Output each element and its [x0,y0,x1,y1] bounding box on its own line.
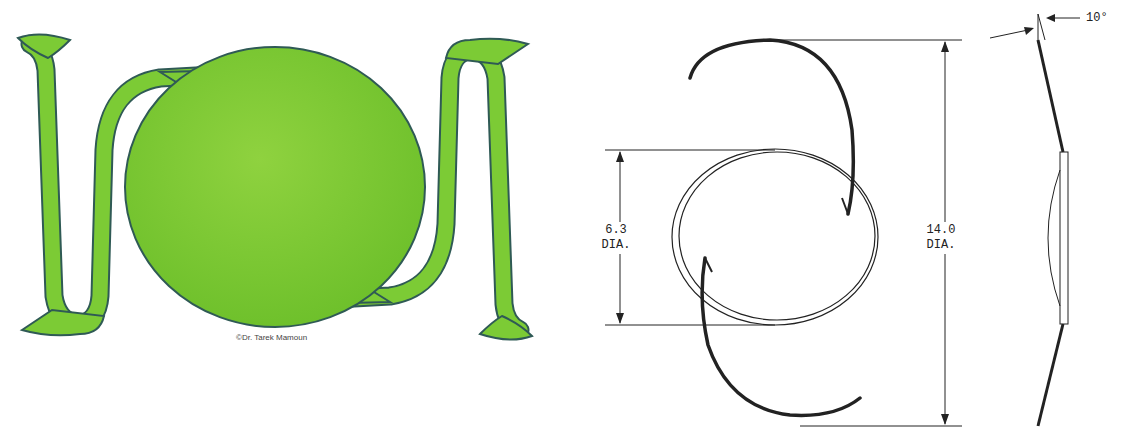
lens-drawing [605,40,962,426]
side-profile [990,14,1080,426]
dimension-label: 6.3 DIA. [596,222,636,254]
copyright-note: ©Dr. Tarek Mamoun [236,333,307,342]
dimension-label: 14.0 DIA. [917,222,965,254]
optic [125,47,425,327]
angle-label: 10° [1084,10,1110,27]
